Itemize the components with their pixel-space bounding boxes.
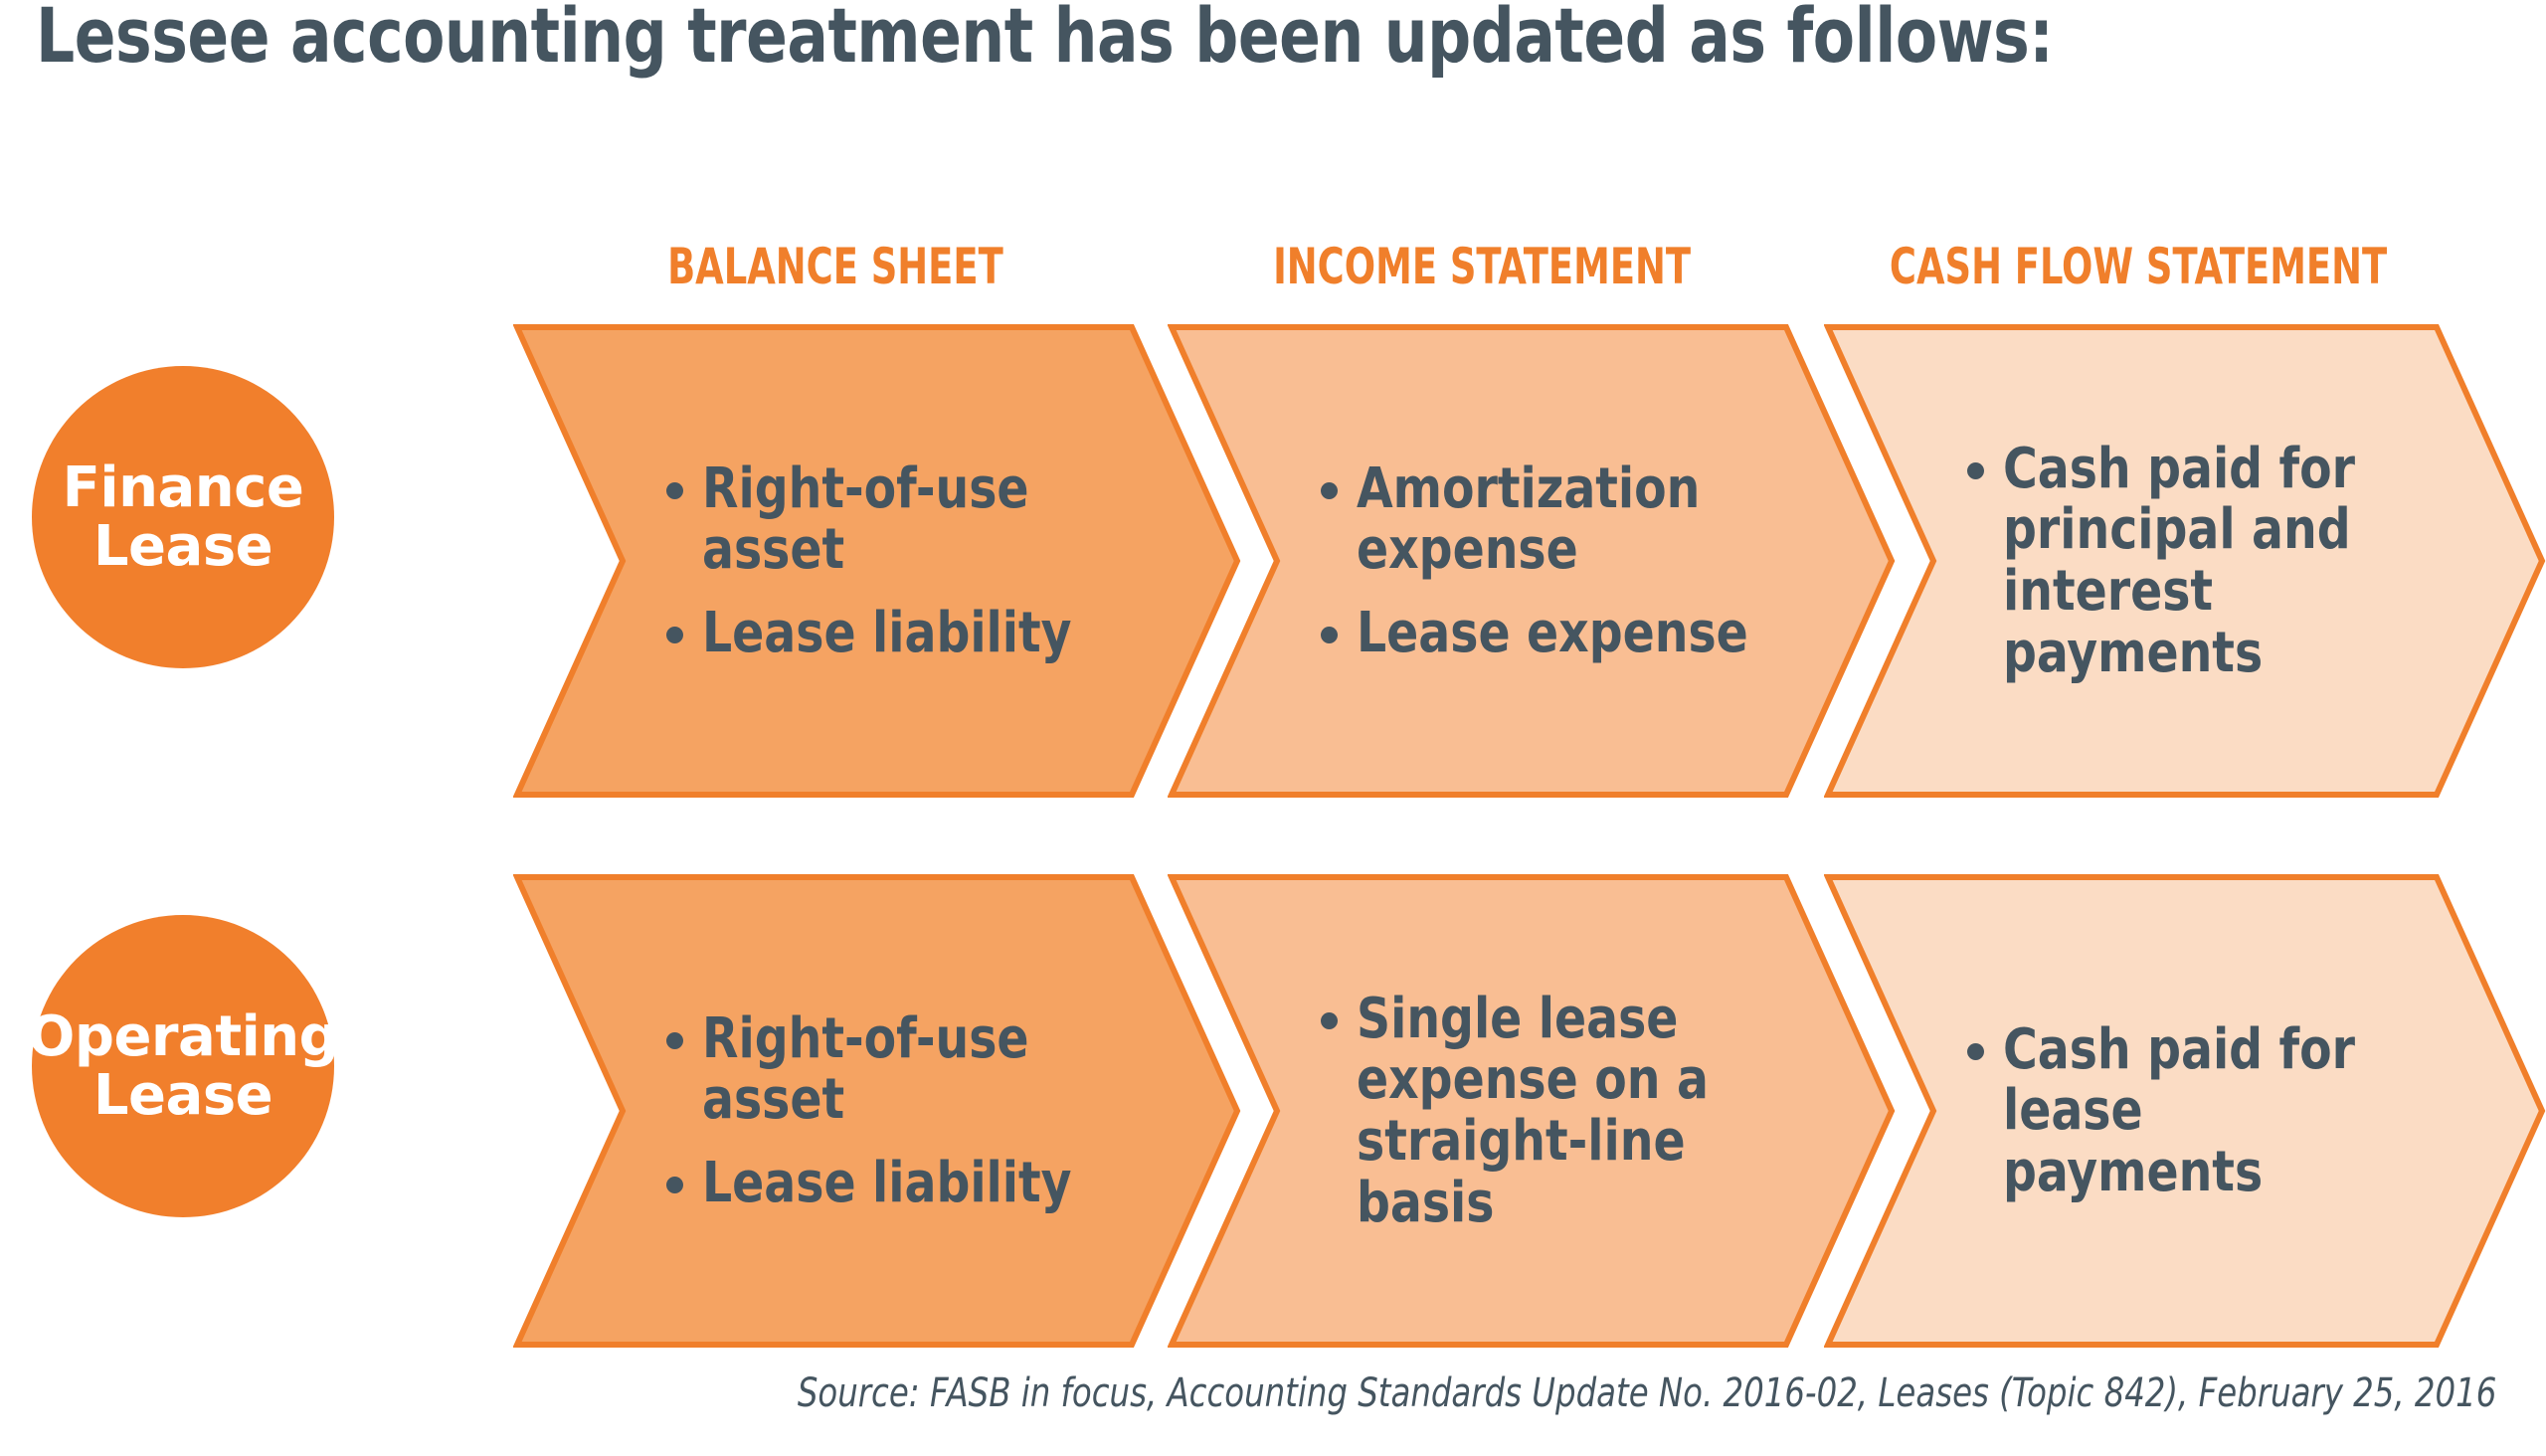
bullet-text: Amortization expense [1357, 455, 1701, 583]
bullet-list: Right-of-use asset Lease liability [662, 1005, 1140, 1214]
category-circle-label: Finance Lease [53, 455, 314, 579]
category-circle-line-1: Operating [27, 1003, 339, 1069]
bullet-text: Right-of-use asset [702, 1005, 1029, 1133]
row-operating-lease: Right-of-use asset Lease liability Singl… [0, 873, 2546, 1349]
bullet-item: Lease expense [1317, 603, 1774, 664]
bullet-list: Amortization expense Lease expense [1317, 455, 1774, 664]
chevron-operating-cash-flow-statement: Cash paid for lease payments [1824, 873, 2546, 1349]
column-header-cash-flow-statement: CASH FLOW STATEMENT [1790, 239, 2486, 294]
column-header-balance-sheet: BALANCE SHEET [557, 239, 1114, 294]
bullet-text: Lease expense [1357, 600, 1748, 665]
bullet-item: Lease liability [662, 603, 1140, 664]
category-circle-line-2: Lease [92, 514, 273, 579]
bullet-text: Single lease expense on a straight-line … [1357, 986, 1709, 1235]
bullet-text: Lease liability [702, 600, 1072, 665]
chevron-content: Right-of-use asset Lease liability [662, 323, 1140, 799]
bullet-item: Right-of-use asset [662, 455, 1140, 583]
bullet-item: Cash paid for principal and interest pay… [1963, 436, 2431, 685]
chevron-shape-icon [1168, 874, 1896, 1348]
bullet-list: Cash paid for principal and interest pay… [1963, 436, 2431, 685]
chevron-content: Right-of-use asset Lease liability [662, 873, 1140, 1349]
category-circle-finance-lease: Finance Lease [32, 366, 334, 668]
column-header-label: INCOME STATEMENT [1273, 238, 1691, 295]
bullet-text: Cash paid for lease payments [2003, 1016, 2356, 1204]
chevron-finance-cash-flow-statement: Cash paid for principal and interest pay… [1824, 323, 2546, 799]
bullet-item: Lease liability [662, 1153, 1140, 1214]
bullet-list: Single lease expense on a straight-line … [1317, 986, 1774, 1235]
chevron-content: Cash paid for principal and interest pay… [1963, 323, 2431, 799]
chevron-finance-income-statement: Amortization expense Lease expense [1168, 323, 1896, 799]
bullet-list: Cash paid for lease payments [1963, 1016, 2431, 1204]
chevron-finance-balance-sheet: Right-of-use asset Lease liability [513, 323, 1241, 799]
source-citation-text: Source: FASB in focus, Accounting Standa… [797, 1370, 2496, 1416]
chevron-operating-income-statement: Single lease expense on a straight-line … [1168, 873, 1896, 1349]
source-citation: Source: FASB in focus, Accounting Standa… [0, 1370, 2496, 1416]
bullet-text: Cash paid for principal and interest pay… [2003, 436, 2356, 685]
bullet-item: Single lease expense on a straight-line … [1317, 986, 1774, 1235]
chevron-shape-icon [513, 874, 1241, 1348]
chevron-shape-icon [513, 324, 1241, 798]
page-title: Lessee accounting treatment has been upd… [36, 0, 2054, 80]
chevron-shape-icon [1168, 324, 1896, 798]
category-circle-line-1: Finance [62, 455, 304, 520]
chevron-shape-icon [1824, 874, 2546, 1348]
category-circle-operating-lease: Operating Lease [28, 915, 339, 1217]
bullet-list: Right-of-use asset Lease liability [662, 455, 1140, 664]
bullet-text: Lease liability [702, 1150, 1072, 1215]
bullet-item: Amortization expense [1317, 455, 1774, 583]
bullet-text: Right-of-use asset [702, 455, 1029, 583]
column-header-label: BALANCE SHEET [667, 238, 1003, 295]
column-header-income-statement: INCOME STATEMENT [1183, 239, 1780, 294]
row-finance-lease: Right-of-use asset Lease liability Amort… [0, 323, 2546, 799]
chevron-content: Single lease expense on a straight-line … [1317, 873, 1774, 1349]
category-circle-label: Operating Lease [18, 1003, 349, 1128]
bullet-item: Cash paid for lease payments [1963, 1016, 2431, 1204]
bullet-item: Right-of-use asset [662, 1005, 1140, 1133]
chevron-operating-balance-sheet: Right-of-use asset Lease liability [513, 873, 1241, 1349]
chevron-content: Cash paid for lease payments [1963, 873, 2431, 1349]
category-circle-line-2: Lease [92, 1063, 273, 1128]
chevron-shape-icon [1824, 324, 2546, 798]
column-header-label: CASH FLOW STATEMENT [1889, 238, 2388, 295]
chevron-content: Amortization expense Lease expense [1317, 323, 1774, 799]
